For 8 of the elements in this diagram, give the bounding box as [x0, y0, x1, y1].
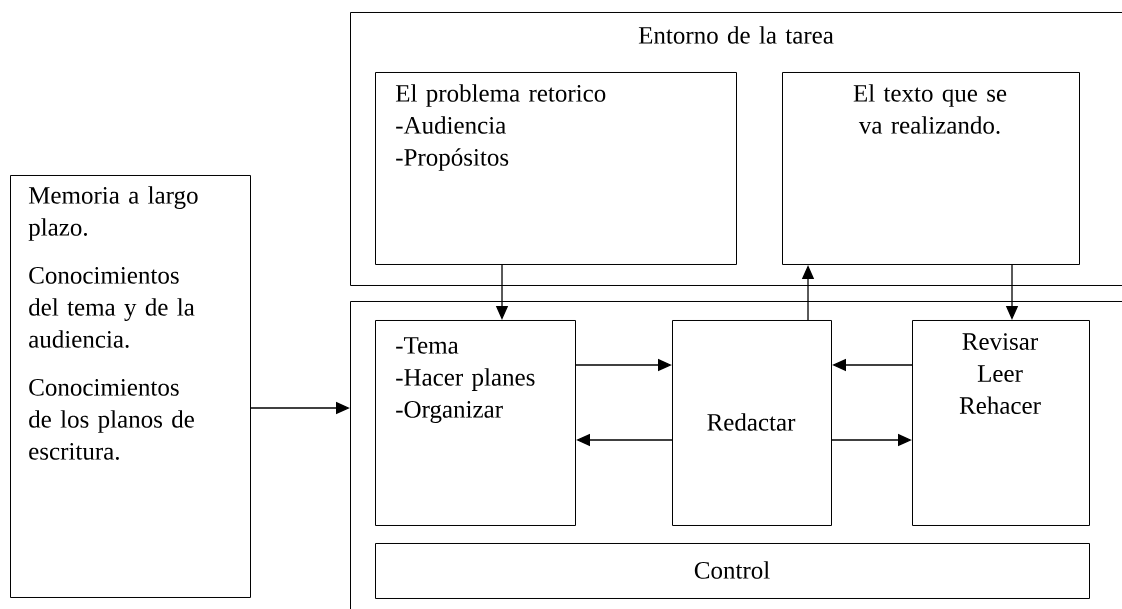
process-box: Revisar Leer Rehacer — [912, 320, 1090, 526]
process-panel — [350, 301, 1122, 609]
control-bar: Control — [375, 543, 1090, 599]
process-box: El texto que se va realizando. — [782, 72, 1080, 265]
process-box: El problema retorico -Audiencia -Propósitos — [375, 72, 737, 265]
process-box: Redactar — [672, 320, 832, 526]
memory-box: Memoria a largo plazo. Conocimientos del tema y de la audiencia. Conocimientos de los planos de escritura. — [10, 175, 251, 598]
process-box: -Tema -Hacer planes -Organizar — [375, 320, 576, 526]
